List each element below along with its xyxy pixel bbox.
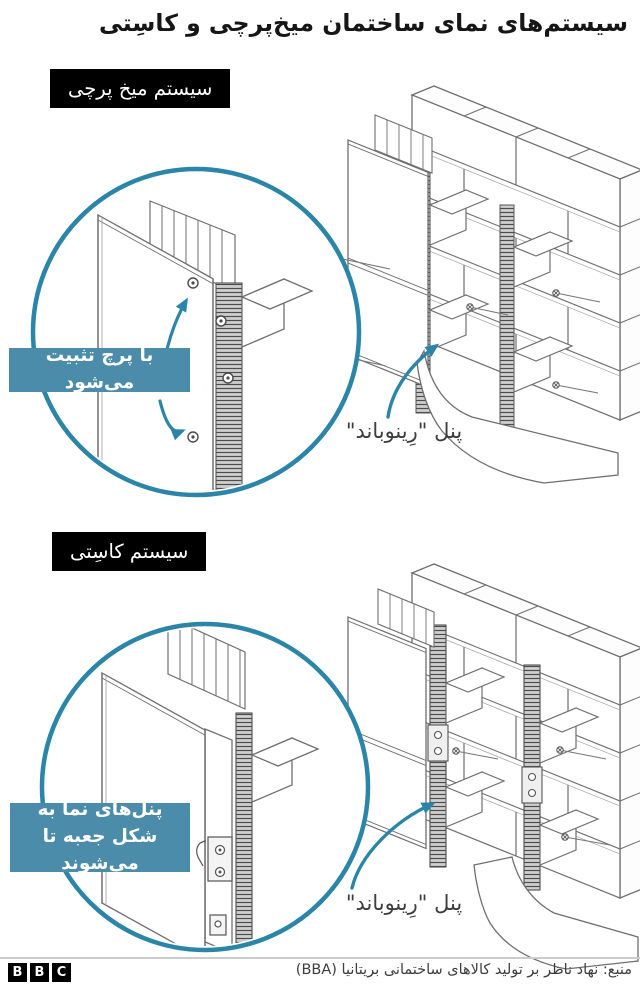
- bbc-logo-letter: B: [30, 963, 49, 982]
- wall-brackets: [444, 667, 600, 866]
- page-title: سیستم‌های نمای ساختمان میخ‌پرچی و کاسِتی: [98, 9, 628, 37]
- callout-cassette: پنل‌های نما به شکل جعبه تا می‌شوند: [10, 799, 190, 874]
- bbc-logo: B B C: [8, 963, 71, 982]
- hook-bracket: [196, 836, 233, 936]
- rivet-arrow-down-icon: [158, 399, 186, 441]
- source-text: منبع: نهاد ناظر بر تولید کالاهای ساختمان…: [295, 962, 632, 978]
- panel-label-cassette: پنل "رِینوباند": [345, 891, 463, 915]
- curved-arrow-icon: [386, 343, 440, 419]
- bbc-logo-letter: C: [52, 963, 71, 982]
- bbc-logo-letter: B: [8, 963, 27, 982]
- wall-brackets: [428, 189, 574, 393]
- hook-plates: [427, 724, 543, 804]
- screw-fixings: [332, 254, 601, 394]
- panel-label-rivet: پنل "رِینوباند": [345, 419, 463, 443]
- curved-arrow-icon: [350, 802, 436, 890]
- footer-divider: [0, 957, 640, 959]
- tag-cassette-system: سیستم کاسِتی: [52, 532, 207, 572]
- rivet-system-diagram: [30, 85, 640, 498]
- cladding-panels: [347, 114, 433, 389]
- rivet-heads: [187, 277, 234, 443]
- callout-rivet: با پرچ تثبیت می‌شود: [9, 345, 190, 393]
- cassette-system-diagram: [39, 563, 640, 970]
- tag-rivet-system: سیستم میخ پرچی: [50, 69, 231, 109]
- screw-fixings: [452, 746, 611, 846]
- flashing-sheet: [416, 349, 619, 484]
